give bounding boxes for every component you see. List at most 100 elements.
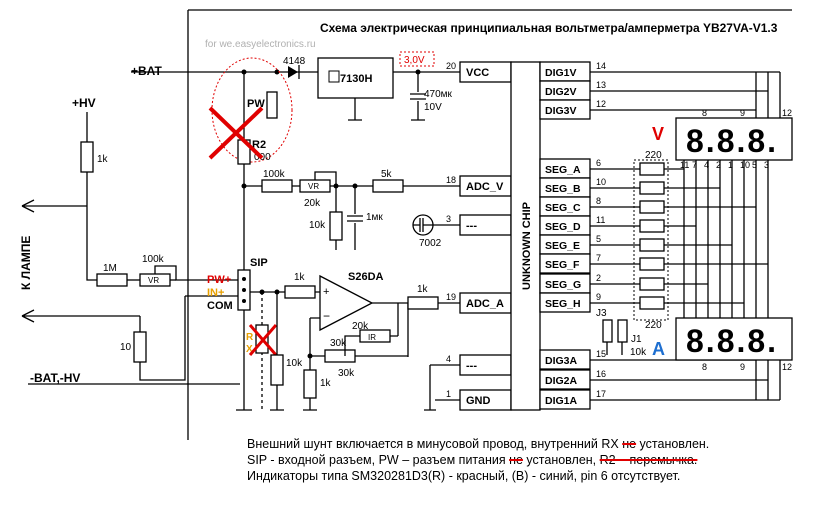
chip-pin-number: 12 <box>596 99 606 109</box>
chip-pin-number: 1 <box>446 389 451 399</box>
r-30k-b <box>324 349 356 363</box>
note-1-strike: не <box>622 437 637 451</box>
ir-resistor <box>359 329 391 343</box>
j1-jumper[interactable] <box>617 319 628 343</box>
opamp-plus: + <box>323 286 329 298</box>
watermark: for we.easyelectronics.ru <box>205 39 316 50</box>
transistor-label: 7002 <box>419 238 442 249</box>
transistor-leads <box>413 218 460 232</box>
opamp <box>319 274 374 332</box>
segment-resistor <box>639 238 665 252</box>
chip-pin-number: 14 <box>596 61 606 71</box>
segment-resistor <box>639 219 665 233</box>
segment-resistor <box>639 162 665 176</box>
diode-label: 4148 <box>283 56 306 67</box>
vr-label: VR <box>148 276 159 285</box>
chip-pin-label: SEG_G <box>545 279 581 291</box>
diagram-title: Схема электрическая принципиальная вольт… <box>320 21 778 35</box>
chip-name: UNKNOWN CHIP <box>521 202 533 290</box>
r-20k-b-label: 20k <box>352 321 369 332</box>
pw-plus-label: PW+ <box>207 274 231 286</box>
chip-pin-label: SEG_E <box>545 240 580 252</box>
r-100k <box>261 179 293 193</box>
r-1k-out <box>407 296 439 310</box>
display-v-pin: 5 <box>752 160 757 170</box>
display-v-pin: 1 <box>728 160 733 170</box>
vr-20k-label: VR <box>308 182 319 191</box>
chip-pin-number: 10 <box>596 177 606 187</box>
r-10k-j-label: 10k <box>630 347 647 358</box>
lamp-arrow-top <box>21 199 35 213</box>
chip-pin-label: DIG3V <box>545 105 577 117</box>
chip-pin-number: 16 <box>596 369 606 379</box>
chip-pin-label: SEG_A <box>545 164 581 176</box>
r2-value: 000 <box>254 152 271 163</box>
rx-x: X <box>246 344 253 355</box>
j3-label: J3 <box>596 308 607 319</box>
r-hv <box>80 141 94 173</box>
chip-pin-label: SEG_D <box>545 221 581 233</box>
display-a <box>675 317 793 361</box>
regulator-logo <box>328 70 340 83</box>
pw-label: PW <box>247 98 265 110</box>
chip-body <box>510 61 541 411</box>
chip-pin-label: GND <box>466 395 491 407</box>
chip-pin-number: 18 <box>446 175 456 185</box>
chip-pin-label: --- <box>466 360 477 372</box>
display-v-pin: 10 <box>740 160 750 170</box>
junction <box>274 69 280 75</box>
segment-resistor <box>639 200 665 214</box>
r-1k-out-label: 1k <box>417 284 429 295</box>
resistor-array <box>633 159 669 321</box>
note-line-2: SIP - входной разъем, PW – разъем питани… <box>247 453 697 467</box>
bat-label: +BAT <box>131 64 162 78</box>
chip-pin-label: SEG_H <box>545 298 581 310</box>
note-2a: SIP - входной разъем, PW – разъем питани… <box>247 453 510 467</box>
voltage-tag <box>399 51 435 67</box>
wire <box>139 368 160 381</box>
lamp-arrow-bottom <box>21 309 140 323</box>
r-30k-b-label: 30k <box>338 368 355 379</box>
chip-pin-label: ADC_A <box>466 298 504 310</box>
r-5k-label: 5k <box>381 169 393 180</box>
neg-label: -BAT,-HV <box>30 371 80 385</box>
display-v-pin: 8 <box>702 108 707 118</box>
r-30k-a-label: 30k <box>330 338 347 349</box>
chip-pin-number: 4 <box>446 354 451 364</box>
display-a-pin: 12 <box>782 362 792 372</box>
com-label: COM <box>207 300 233 312</box>
hv-wire <box>22 112 97 281</box>
j1-label: J1 <box>631 334 642 345</box>
note-2-strike2: R2 – перемычка. <box>599 453 698 467</box>
display-a-pin: 8 <box>702 362 707 372</box>
chip-pin-label: --- <box>466 220 477 232</box>
jumper-wires <box>606 342 623 355</box>
regulator-ground <box>348 98 362 121</box>
r-hv-label: 1k <box>97 154 109 165</box>
vr-wiper <box>314 171 337 186</box>
r-10k <box>329 211 343 241</box>
display-a-digits: 8.8.8. <box>686 323 778 359</box>
lamp-label: К ЛАМПЕ <box>19 236 33 290</box>
j3-jumper[interactable] <box>602 319 613 343</box>
note-1a: Внешний шунт включается в минусовой пров… <box>247 437 623 451</box>
chip-pin-number: 15 <box>596 349 606 359</box>
chip-pin-number: 11 <box>596 215 605 225</box>
opamp-minus: − <box>323 309 330 323</box>
ir-label: IR <box>368 333 376 342</box>
regulator-label: 7130H <box>340 73 372 85</box>
wire <box>344 335 398 356</box>
segment-resistor <box>639 277 665 291</box>
chip-pin-label: VCC <box>466 67 489 79</box>
segment-resistor <box>639 257 665 271</box>
r-1m <box>96 273 128 287</box>
chip-pin-label: SEG_F <box>545 259 580 271</box>
chip-pin-number: 20 <box>446 61 456 71</box>
chip-pin-number: 2 <box>596 273 601 283</box>
note-1b: установлен. <box>636 437 710 451</box>
display-v-pin: 12 <box>782 108 792 118</box>
r-10k-b-label: 10k <box>286 358 303 369</box>
cap-1mk <box>347 186 363 250</box>
